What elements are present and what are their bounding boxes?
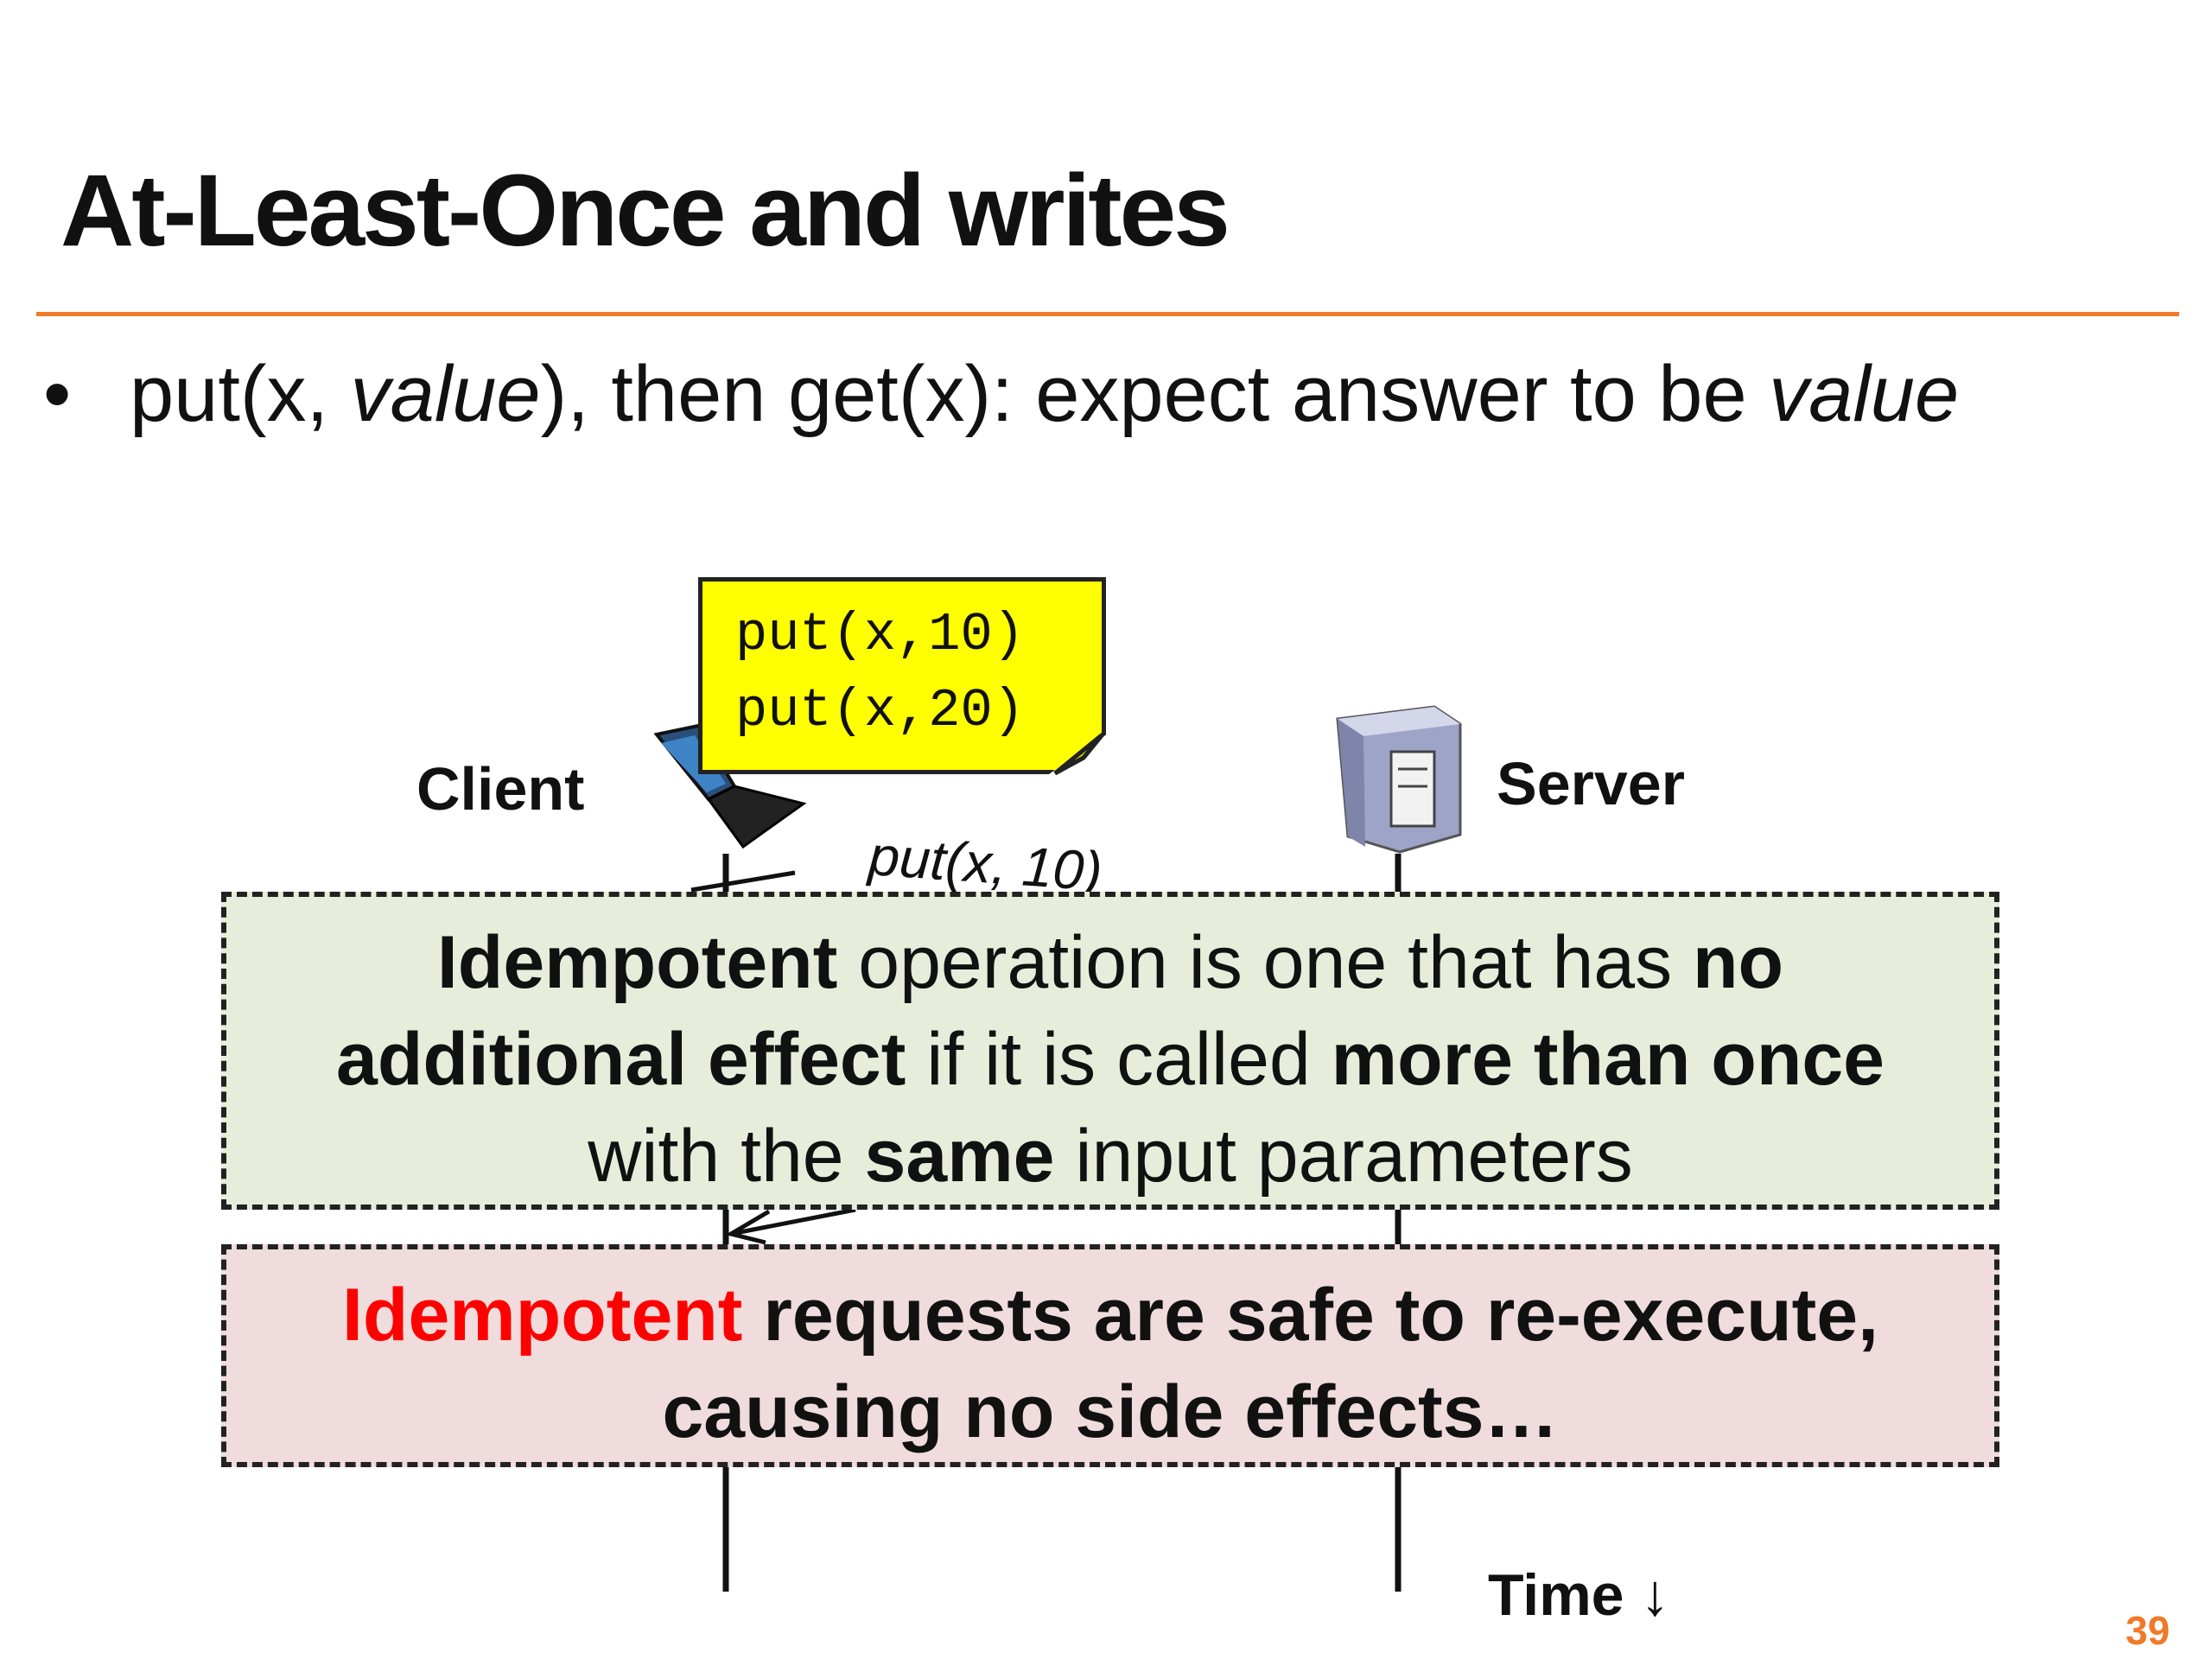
server-label: Server bbox=[1497, 750, 1685, 817]
definition-line-2: additional effect if it is called more t… bbox=[335, 1018, 1885, 1101]
bullet-text-3: ), then get(x): expect answer to be bbox=[540, 350, 1770, 438]
server-icon bbox=[1336, 705, 1462, 854]
bullet-text-4: value bbox=[1769, 350, 1960, 438]
definition-line-1: Idempotent operation is one that has no bbox=[436, 921, 1784, 1004]
bullet-item: •put(x, value), then get(x): expect answ… bbox=[43, 354, 1959, 434]
client-label: Client bbox=[416, 755, 585, 823]
bullet-text-2: value bbox=[350, 350, 541, 438]
safe-line-2: causing no side effects… bbox=[662, 1370, 1559, 1453]
safe-line-1: Idempotent requests are safe to re-execu… bbox=[342, 1274, 1878, 1357]
slide-title: At-Least-Once and writes bbox=[60, 154, 1230, 268]
message-label: put(x, 10) bbox=[867, 824, 1104, 903]
laptop-icon bbox=[653, 723, 807, 849]
reply-arrow bbox=[725, 1207, 856, 1245]
note-fold-corner bbox=[1053, 733, 1104, 776]
note-line-2: put(x,20) bbox=[735, 680, 1025, 741]
safe-reexecute-box: Idempotent requests are safe to re-execu… bbox=[221, 1244, 1999, 1467]
page-number: 39 bbox=[2126, 1608, 2171, 1653]
request-arrow bbox=[690, 870, 796, 893]
idempotent-definition-box: Idempotent operation is one that has no … bbox=[221, 892, 1999, 1210]
time-axis-label: Time ↓ bbox=[1488, 1562, 1670, 1628]
note-line-1: put(x,10) bbox=[735, 604, 1025, 665]
bullet-text-1: put(x, bbox=[130, 350, 351, 438]
bullet-dot: • bbox=[43, 350, 72, 438]
title-divider bbox=[36, 312, 2179, 316]
sticky-note: put(x,10) put(x,20) bbox=[698, 577, 1106, 774]
definition-line-3: with the same input parameters bbox=[588, 1115, 1633, 1198]
